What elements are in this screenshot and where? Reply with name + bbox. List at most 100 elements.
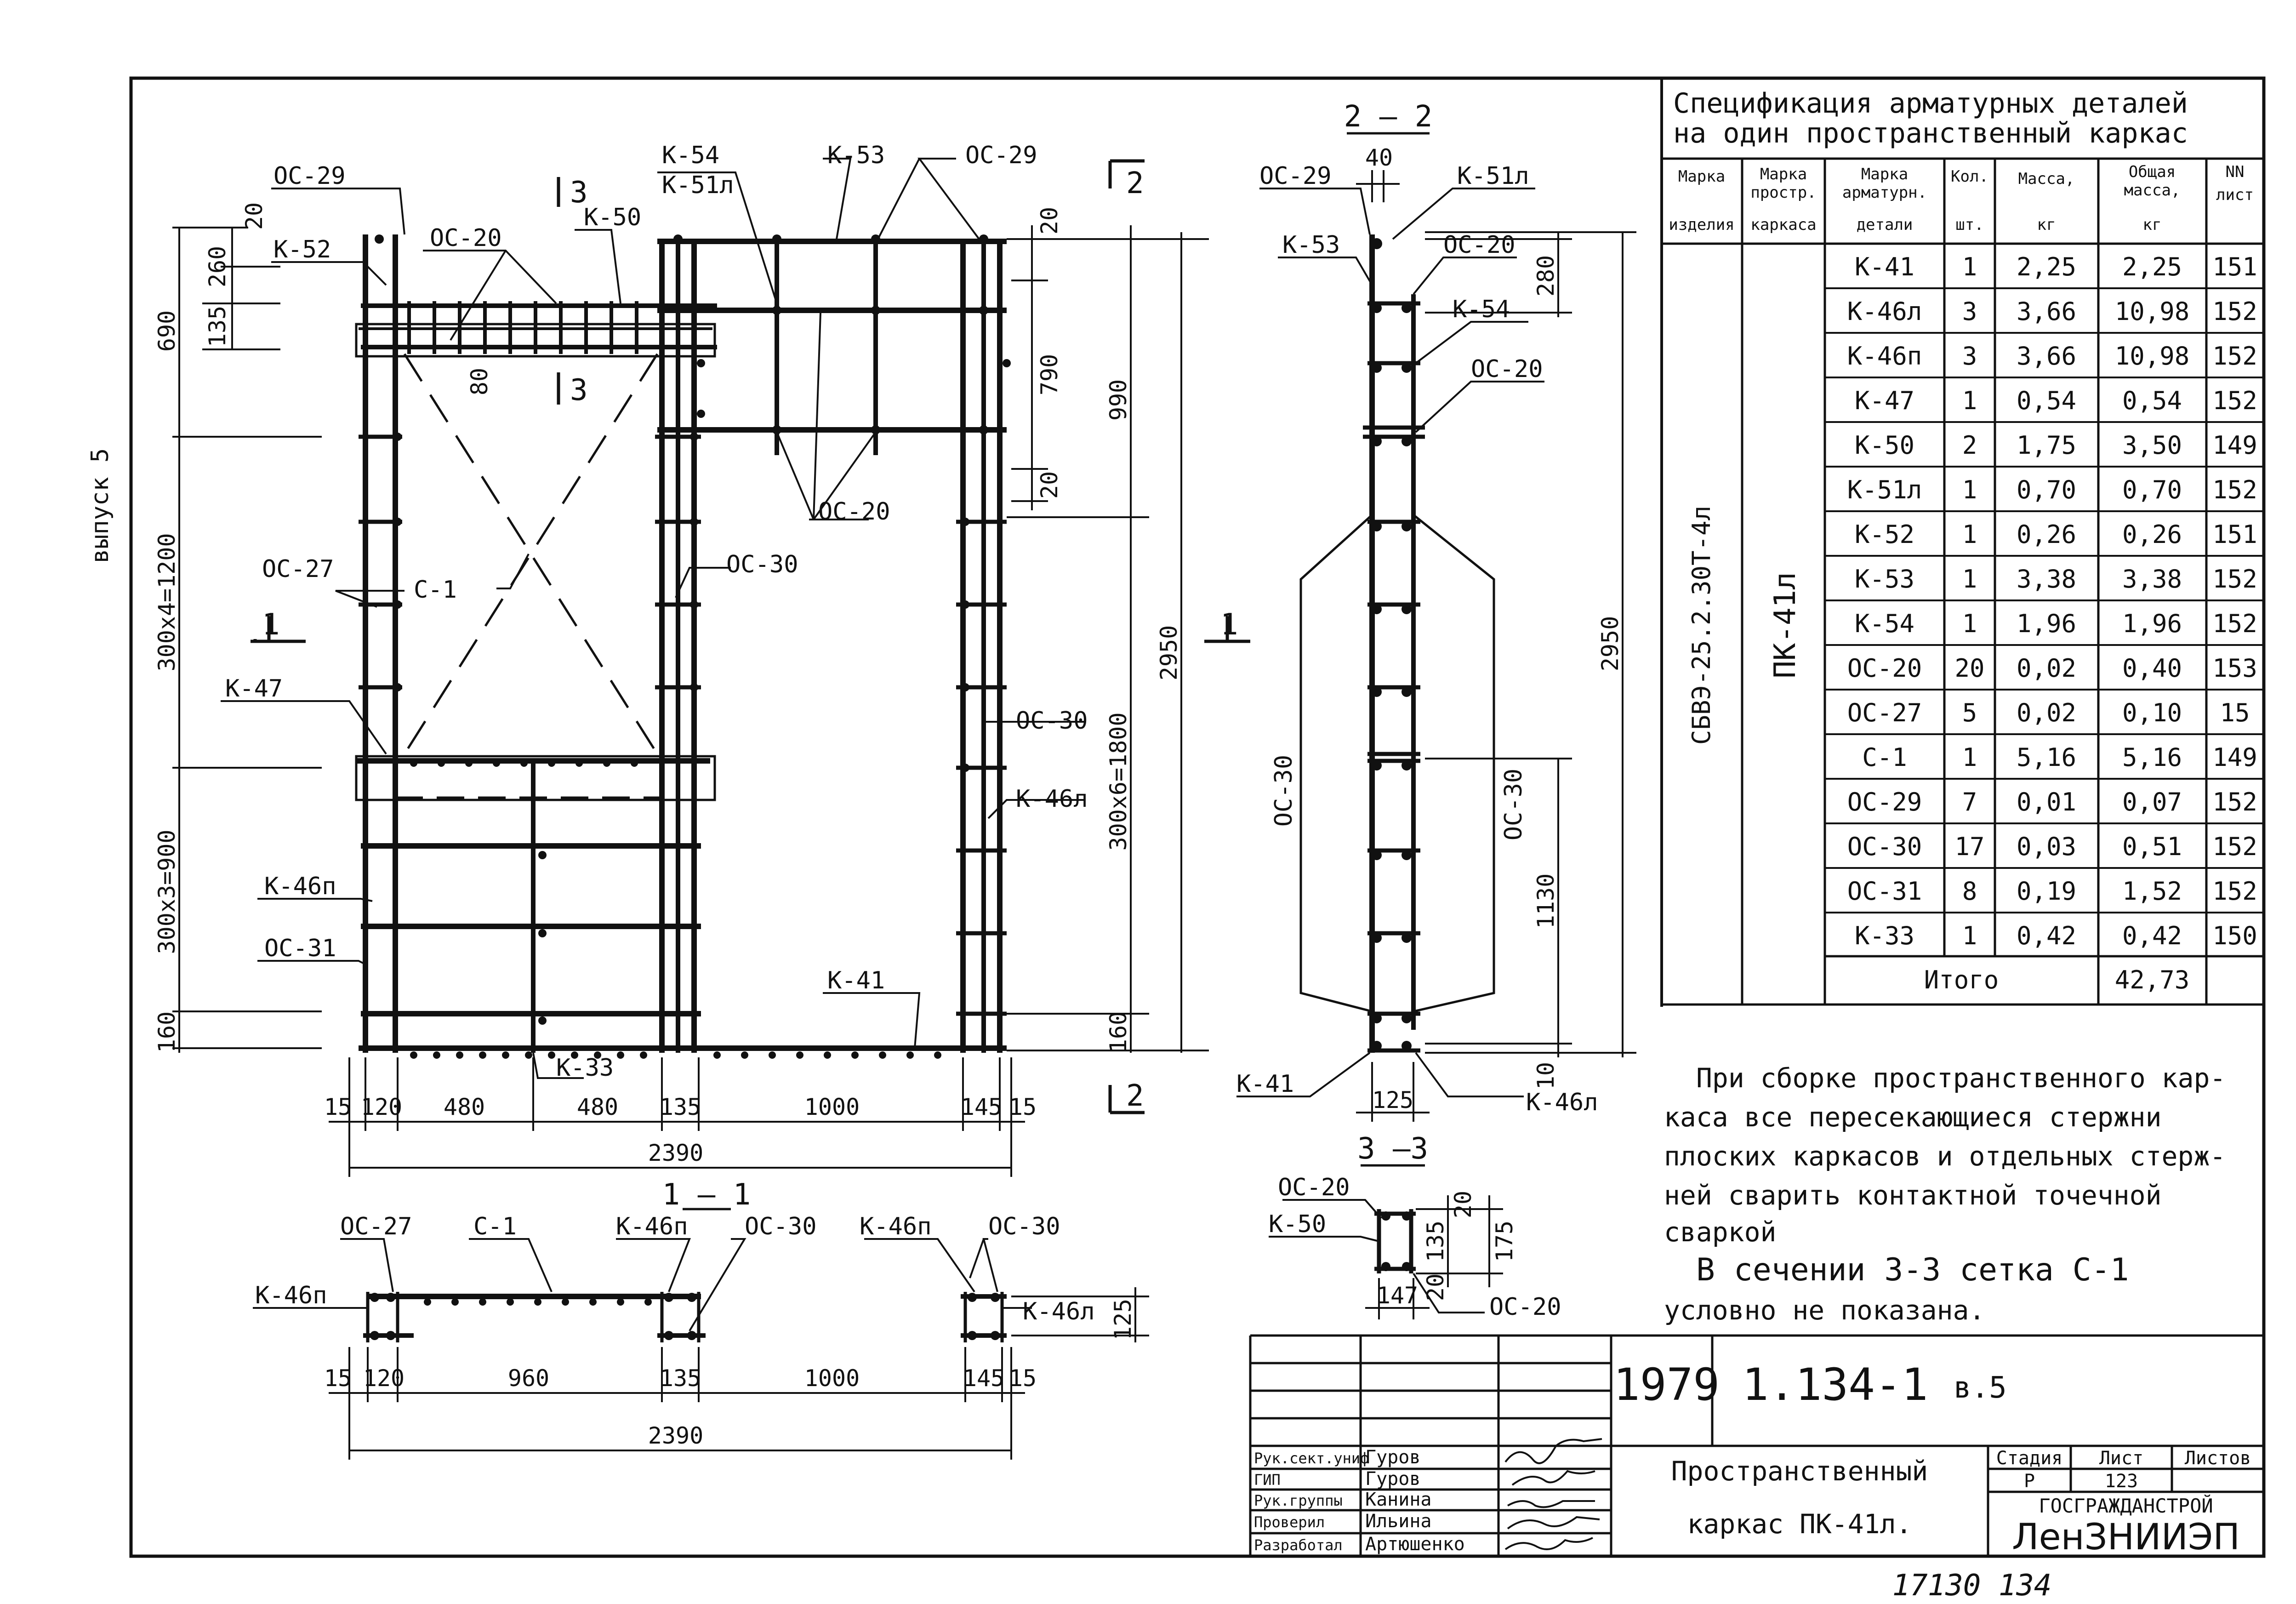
dim-left-900: 300х3=900 [154,830,180,954]
stamp-issue: в.5 [1954,1371,2007,1405]
dim-left-80: 80 [466,368,493,395]
mark-k46l: К-46л [1016,785,1088,813]
spec-cell: 152 [2212,832,2257,861]
spec-cell: 151 [2212,252,2257,281]
s22-mark-oc29: ОС-29 [1259,162,1332,190]
spec-cell: 2,25 [2017,252,2076,281]
spec-cell: К-50 [1855,431,1914,460]
spec-cell: К-33 [1855,921,1914,950]
mark-k52: К-52 [273,236,331,263]
s22-dim-10: 10 [1533,1062,1559,1090]
spec-cell: 1 [1962,565,1977,594]
note-1-line-1: каса все пересекающиеся стержни [1664,1102,2162,1133]
dim-left-160: 160 [154,1011,180,1053]
spec-table: Спецификация арматурных деталей на один … [1660,78,2264,1007]
spec-cell: 1,52 [2122,877,2182,906]
spec-cell: ОС-20 [1847,654,1922,683]
spec-cell: 0,26 [2122,520,2182,549]
stamp-role: Проверил [1254,1513,1325,1531]
mark-oc27: ОС-27 [262,555,334,583]
s33-mark-oc20-a: ОС-20 [1278,1174,1350,1201]
spec-cell: 3,66 [2017,342,2076,371]
spec-cell: 0,19 [2017,877,2076,906]
s11-dim-2: 960 [508,1365,549,1392]
spec-cell: К-54 [1855,609,1914,638]
spec-cell: ОС-29 [1847,788,1922,816]
s11-mark-k46p-b: К-46п [860,1213,932,1240]
section-3-bottom: 3 [570,373,588,407]
mark-k47: К-47 [225,675,283,702]
spec-cell: 152 [2212,609,2257,638]
mark-oc30-right: ОС-30 [1016,707,1088,735]
spec-cell: 17 [1954,832,1984,861]
dim-bottom-2: 480 [444,1094,485,1120]
s11-dim-5: 145 [963,1365,1004,1392]
spec-cell: 0,42 [2122,921,2182,950]
dim-right-990: 990 [1105,379,1132,421]
s11-mark-c1: С-1 [473,1213,517,1240]
s22-mark-k51l: К-51л [1457,162,1529,190]
dim-bottom-1: 120 [361,1094,402,1120]
spec-hdr-1-0: Марка [1760,165,1807,183]
section-2-bottom: 2 [1126,1079,1144,1113]
section-3-3: 3 —3 ОС-20 К-50 ОС-20 20 135 175 20 147 [1269,1132,1561,1321]
spec-title-line1: Спецификация арматурных деталей [1673,87,2188,120]
stamp-sheets-label: Листов [2185,1448,2251,1469]
s11-dim-0: 15 [324,1365,352,1392]
s11-dim-4: 1000 [804,1365,860,1392]
s11-dim-total: 2390 [648,1422,703,1449]
dim-bottom-0: 15 [324,1094,352,1120]
mark-oc31: ОС-31 [264,935,336,962]
stamp-name: Гуров [1365,1447,1420,1468]
mark-k50: К-50 [584,204,641,231]
stamp-title-line1: Пространственный [1671,1456,1928,1487]
spec-cell: 15 [2220,698,2250,727]
mark-k33: К-33 [556,1054,614,1082]
section-2-top: 2 [1126,166,1144,200]
section-2-2-title: 2 — 2 [1344,100,1433,134]
spec-cell: 149 [2212,431,2257,460]
spec-cell: 149 [2212,743,2257,772]
spec-cell: 1 [1962,743,1977,772]
dim-bottom-6: 145 [961,1094,1002,1120]
spec-cell: ОС-27 [1847,698,1922,727]
spec-cell: 0,26 [2017,520,2076,549]
spec-cell: 153 [2212,654,2257,683]
mark-k54: К-54 [662,142,719,169]
spec-product: СБВЭ-25.2.30Т-4л [1687,506,1716,745]
spec-hdr-3-1: шт. [1955,216,1983,234]
dim-right-160: 160 [1105,1011,1132,1053]
s33-mark-oc20-b: ОС-20 [1489,1293,1561,1321]
spec-cell: 152 [2212,342,2257,371]
spec-cell: 1 [1962,252,1977,281]
spec-cell: 2 [1962,431,1977,460]
s11-dim-1: 120 [363,1365,405,1392]
dim-bottom-3: 480 [577,1094,618,1120]
spec-cell: К-46п [1847,342,1922,371]
s22-dim-2950: 2950 [1597,616,1624,671]
spec-cell: 3,38 [2017,565,2076,594]
s22-mark-k54: К-54 [1453,296,1510,323]
spec-cell: 1,96 [2017,609,2076,638]
spec-cell: 5 [1962,698,1977,727]
spec-hdr-2-2: детали [1857,216,1913,234]
spec-cell: 1,96 [2122,609,2182,638]
section-1-left: 1 [262,608,280,642]
spec-hdr-1-2: каркаса [1750,216,1816,234]
dim-left-260: 260 [204,246,231,287]
spec-cell: 152 [2212,475,2257,504]
spec-title-line2: на один пространственный каркас [1673,117,2188,149]
spec-cell: 150 [2212,921,2257,950]
spec-hdr-0-1: изделия [1669,216,1734,234]
spec-total-label: Итого [1924,965,1999,994]
s22-mark-oc20-a: ОС-20 [1443,231,1515,259]
spec-cell: 0,03 [2017,832,2076,861]
sheet-frame [129,76,2266,1558]
spec-cell: 1 [1962,609,1977,638]
spec-cell: 1 [1962,921,1977,950]
s11-dim-6: 15 [1009,1365,1037,1392]
s11-mark-k46p-left: К-46п [255,1282,327,1309]
spec-cell: 152 [2212,386,2257,415]
spec-cell: 0,42 [2017,921,2076,950]
note-1-line-0: При сборке пространственного кар- [1696,1062,2226,1094]
